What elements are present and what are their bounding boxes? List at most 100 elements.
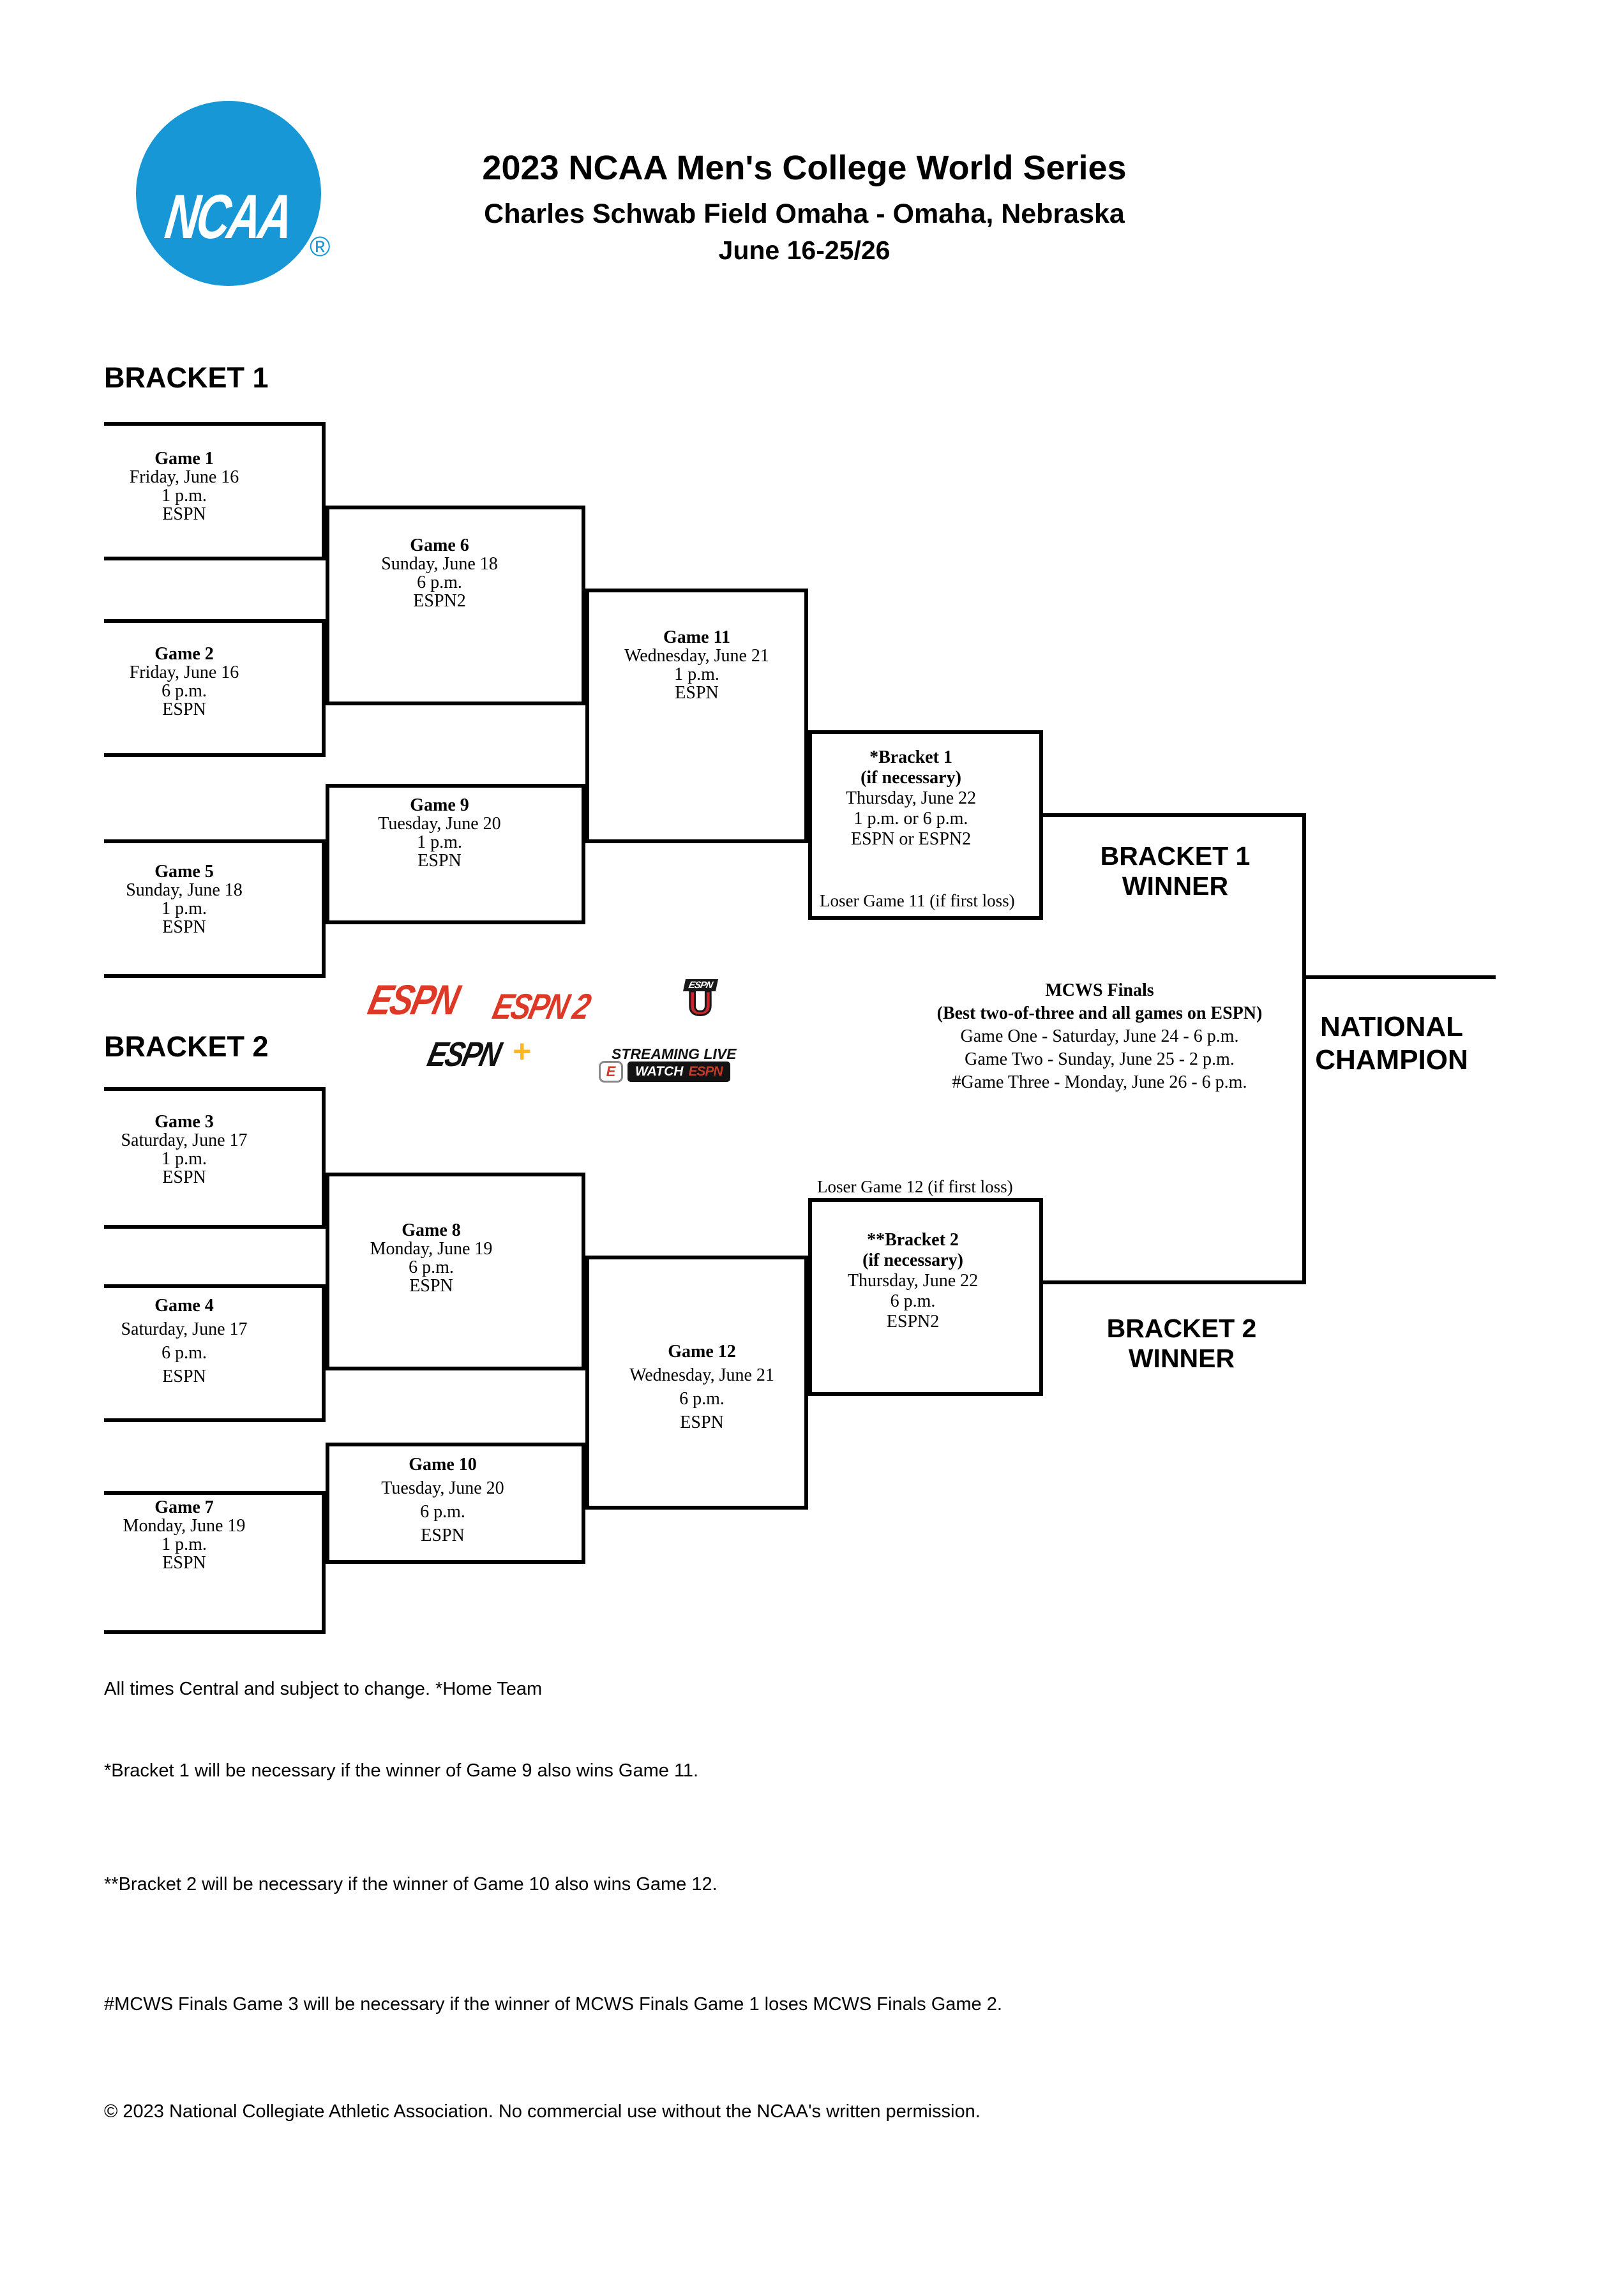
game8-time: 6 p.m. [409,1257,454,1277]
game6-network: ESPN2 [413,590,466,611]
bracket1-if-necessary-time: 1 p.m. or 6 p.m. [853,808,968,829]
bracket2-if-necessary-text: **Bracket 2 (if necessary) Thursday, Jun… [799,1186,1026,1376]
game8-title: Game 8 [402,1220,461,1240]
ncaa-logo-icon: NCAA [136,101,321,286]
bracket1-winner-line2: WINNER [1122,871,1229,901]
game4-time: 6 p.m. [162,1343,207,1363]
national-champion-line2: CHAMPION [1315,1044,1468,1076]
bracket2-if-necessary-note: (if necessary) [862,1250,963,1270]
loser-game11-note: Loser Game 11 (if first loss) [820,891,1015,910]
event-dates: June 16-25/26 [718,236,891,265]
mcws-finals-subtitle: (Best two-of-three and all games on ESPN… [936,1003,1263,1023]
watch-espn-badge: WATCH ESPN [628,1062,730,1082]
mcws-finals-title: MCWS Finals [1045,980,1154,1000]
espn-e-icon: E [599,1061,623,1083]
bracket2-if-necessary-date: Thursday, June 22 [847,1271,979,1291]
espn-plus-sign: + [513,1033,532,1069]
copyright-note: © 2023 National Collegiate Athletic Asso… [104,2101,981,2122]
game7-date: Monday, June 19 [123,1516,246,1536]
mcws-finals-game-one: Game One - Saturday, June 24 - 6 p.m. [960,1026,1239,1046]
game2-network: ESPN [162,700,206,719]
bracket2-winner-line2: WINNER [1128,1344,1235,1373]
game9-network: ESPN [417,851,462,871]
game4-title: Game 4 [154,1296,214,1316]
game3-box: Game 3 Saturday, June 17 1 p.m. ESPN [104,1087,326,1229]
game11-text: Game 11 Wednesday, June 21 1 p.m. ESPN [589,541,804,788]
loser-game12-note: Loser Game 12 (if first loss) [817,1177,1013,1196]
times-note: All times Central and subject to change.… [104,1679,543,1699]
game12-time: 6 p.m. [679,1389,725,1409]
game8-network: ESPN [409,1276,453,1296]
game12-text: Game 12 Wednesday, June 21 6 p.m. ESPN [594,1264,809,1510]
mcws-finals-block: MCWS Finals (Best two-of-three and all g… [887,979,1312,1094]
game4-text: Game 4 Saturday, June 17 6 p.m. ESPN [75,1276,293,1406]
bracket1-if-necessary-note: (if necessary) [861,767,961,788]
watch-espn-espn: ESPN [688,1064,723,1079]
bracket2-winner-label: BRACKET 2 WINNER [1083,1314,1281,1374]
game6-text: Game 6 Sunday, June 18 6 p.m. ESPN2 [313,477,566,669]
game1-text: Game 1 Friday, June 16 1 p.m. ESPN [75,421,293,551]
game9-date: Tuesday, June 20 [378,814,501,834]
ncaa-logo-text: NCAA [162,181,296,251]
game12-network: ESPN [680,1413,724,1432]
bracket1-winner-label: BRACKET 1 WINNER [1076,841,1274,901]
game5-network: ESPN [162,917,206,937]
game7-network: ESPN [162,1553,206,1573]
game9-text: Game 9 Tuesday, June 20 1 p.m. ESPN [313,767,566,899]
game6-date: Sunday, June 18 [381,553,498,574]
watch-espn-logo-icon: E WATCH ESPN [599,1061,730,1083]
game1-time: 1 p.m. [162,485,207,506]
game8-box: Game 8 Monday, June 19 6 p.m. ESPN [326,1173,585,1370]
espnu-logo-icon: ESPN U [678,979,723,1023]
game11-box: Game 11 Wednesday, June 21 1 p.m. ESPN [585,589,808,843]
game5-date: Sunday, June 18 [126,880,243,900]
champion-line [1302,975,1496,979]
national-champion-line1: NATIONAL [1319,1011,1464,1042]
bracket1-if-necessary-date: Thursday, June 22 [845,788,977,808]
bracket2-if-necessary-time: 6 p.m. [890,1291,936,1311]
mcws-finals-game-two: Game Two - Sunday, June 25 - 2 p.m. [965,1049,1235,1069]
game4-box: Game 4 Saturday, June 17 6 p.m. ESPN [104,1284,326,1422]
bracket2-label: BRACKET 2 [104,1030,269,1063]
game3-time: 1 p.m. [162,1149,207,1169]
bracket1-if-necessary-network: ESPN or ESPN2 [850,829,972,849]
watch-espn-watch: WATCH [635,1064,684,1079]
bracket1-label: BRACKET 1 [104,361,269,394]
game10-time: 6 p.m. [420,1502,465,1522]
bracket2-winner-line [1039,1280,1306,1284]
bracket1-winner-line1: BRACKET 1 [1100,841,1251,871]
game11-time: 1 p.m. [674,664,719,684]
game3-text: Game 3 Saturday, June 17 1 p.m. ESPN [75,1083,293,1217]
bracket2-footnote: **Bracket 2 will be necessary if the win… [104,1874,718,1895]
game7-box: Game 7 Monday, June 19 1 p.m. ESPN [104,1491,326,1634]
game7-title: Game 7 [154,1497,214,1517]
champion-vertical-line [1302,813,1306,1284]
game6-title: Game 6 [410,535,469,555]
game1-date: Friday, June 16 [129,467,239,487]
bracket1-footnote: *Bracket 1 will be necessary if the winn… [104,1760,699,1781]
game9-time: 1 p.m. [417,832,462,852]
espnu-logo-u: U [687,984,714,1023]
game2-title: Game 2 [154,644,214,664]
game12-date: Wednesday, June 21 [629,1365,774,1385]
game3-network: ESPN [162,1167,206,1187]
game6-time: 6 p.m. [417,572,462,592]
game2-box: Game 2 Friday, June 16 6 p.m. ESPN [104,619,326,757]
game8-text: Game 8 Monday, June 19 6 p.m. ESPN [305,1163,557,1353]
espn-plus-wordmark: ESPN [424,1035,504,1074]
game10-network: ESPN [421,1526,465,1545]
bracket2-if-necessary-box: **Bracket 2 (if necessary) Thursday, Jun… [808,1177,1043,1396]
game6-box: Game 6 Sunday, June 18 6 p.m. ESPN2 [326,506,585,705]
bracket1-if-necessary-title: *Bracket 1 [869,747,952,767]
game2-date: Friday, June 16 [129,663,239,682]
game5-time: 1 p.m. [162,898,207,919]
national-champion-label: NATIONAL CHAMPION [1309,1010,1475,1077]
game7-time: 1 p.m. [162,1534,207,1554]
bracket2-if-necessary-title: **Bracket 2 [867,1230,959,1250]
game1-network: ESPN [162,504,206,524]
game2-time: 6 p.m. [162,681,207,701]
game1-box: Game 1 Friday, June 16 1 p.m. ESPN [104,422,326,560]
game9-title: Game 9 [410,795,469,815]
espn-plus-logo-icon: ESPN+ [424,1033,531,1074]
